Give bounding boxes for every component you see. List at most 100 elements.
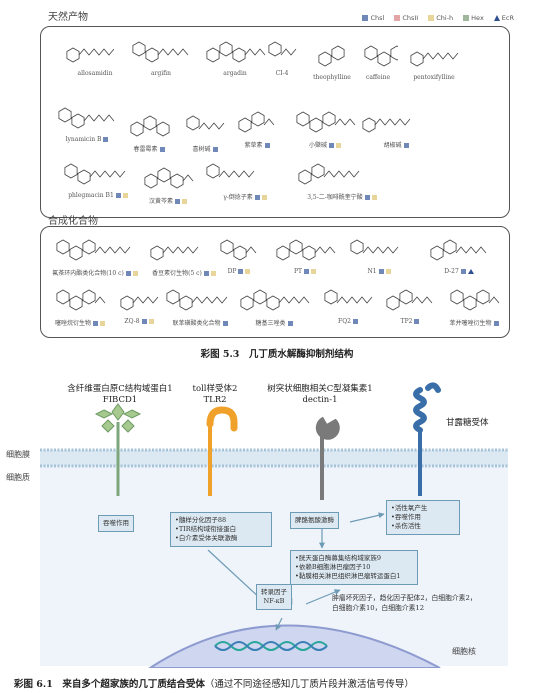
natural-products-title: 天然产物 [48, 12, 88, 23]
tlr2-adaptor-box: •髓样分化因子88 •TIR结构域衔接蛋白 •白介素受体关联激酶 [170, 512, 272, 547]
molecule-structure-icon [240, 289, 310, 311]
cytokine-output: 肿瘤坏死因子，趋化因子配体2，白细胞介素2， 白细胞介素10，白细胞介素12 [332, 594, 477, 612]
compound-structure: 噻唑烷衍生物 [50, 282, 110, 327]
compound-structure: argifin [126, 34, 196, 77]
compound-structure: 3,5-二-咖啡酰奎宁酸 [292, 156, 392, 201]
compound-label: theophylline [313, 74, 351, 81]
square-marker-icon [132, 271, 138, 276]
nucleus-label: 细胞核 [452, 647, 476, 656]
dectin1-receptor-icon [315, 416, 340, 500]
square-marker-icon [115, 193, 121, 198]
square-marker-icon [460, 269, 466, 274]
square-marker-icon [364, 195, 370, 200]
compound-structure: D-27 [424, 232, 494, 275]
compound-structure: FQ2 [318, 282, 378, 325]
dna-helix-icon [214, 641, 328, 651]
molecule-structure-icon [66, 47, 115, 63]
compound-structure: N1 [344, 232, 414, 275]
compound-label: PT [293, 268, 303, 275]
compound-label: γ-倒捻子素 [223, 194, 253, 201]
compound-label: 香豆素衍生物(5 c) [152, 270, 202, 277]
molecule-structure-icon [318, 45, 345, 67]
square-marker-icon [304, 269, 310, 274]
square-marker-icon [238, 269, 244, 274]
square-marker-icon [212, 147, 218, 152]
compound-structure: γ-倒捻子素 [200, 156, 290, 201]
compound-structure: 紫草素 [232, 104, 282, 149]
compound-structure: 胡椒碱 [356, 104, 436, 149]
square-marker-icon [245, 269, 251, 274]
compound-label: DP [227, 268, 237, 275]
molecule-structure-icon [56, 239, 131, 261]
compound-label: 喜树碱 [192, 146, 211, 153]
compound-structure: CI-4 [262, 34, 302, 77]
legend-label: ChsII [402, 14, 419, 22]
card9-box: •胱天蛋白酶募集结构域家族9 •依赖B细胞淋巴瘤因子10 •黏膜相关淋巴组织淋巴… [290, 550, 418, 585]
square-marker-icon [394, 15, 401, 21]
triangle-marker-icon [493, 15, 500, 21]
compound-label: TP2 [400, 318, 413, 325]
compound-structure: 喜树碱 [180, 108, 230, 153]
square-marker-icon [141, 319, 147, 324]
synthetic-title: 合成化合物 [48, 216, 98, 227]
compound-structure: phlegmacin B1 [58, 156, 138, 199]
molecule-structure-icon [186, 115, 225, 131]
legend-label: Hex [471, 14, 484, 22]
compound-label: N1 [367, 268, 377, 275]
effects-box: •活性氧产生 •吞噬作用 •杀伤活性 [386, 500, 460, 535]
molecule-structure-icon [276, 239, 336, 261]
compound-label: argifin [150, 70, 172, 77]
square-marker-icon [125, 271, 131, 276]
compound-structure: 香豆素衍生物(5 c) [144, 232, 224, 277]
nfkb-box: 转录因子 NF-κB [256, 584, 292, 610]
molecule-structure-icon [132, 41, 189, 63]
compound-label: FQ2 [338, 318, 351, 325]
figure-5-3-caption: 彩图 5.3 几丁质水解酶抑制剂结构 [200, 349, 354, 360]
legend-item: Chsl [362, 14, 384, 22]
compound-label: D-27 [444, 268, 459, 275]
legend-label: Chsl [370, 14, 385, 22]
compound-label: allosamidin [77, 70, 113, 77]
square-marker-icon [175, 199, 180, 204]
compound-structure: 氟茶环内酯类化合物(10 c) [50, 232, 140, 277]
square-marker-icon [287, 321, 293, 326]
molecule-structure-icon [206, 41, 266, 63]
square-marker-icon [122, 193, 128, 198]
molecule-structure-icon [268, 41, 297, 57]
compound-label: argadin [223, 70, 247, 77]
square-marker-icon [261, 195, 267, 200]
molecule-structure-icon [296, 111, 356, 133]
square-marker-icon [222, 321, 228, 326]
square-marker-icon [311, 269, 317, 274]
compound-structure: PT [270, 232, 340, 275]
compound-structure: TP2 [380, 282, 440, 325]
signaling-diagram [40, 382, 508, 668]
cytoplasm-label: 细胞质 [6, 473, 30, 482]
molecule-structure-icon [238, 111, 275, 133]
square-marker-icon [148, 319, 154, 324]
compound-structure: 联苯磺酸类化合物 [160, 282, 240, 327]
compound-label: phlegmacin B1 [68, 192, 114, 199]
compound-structure: 小檗碱 [290, 104, 360, 149]
compound-label: 3,5-二-咖啡酰奎宁酸 [307, 194, 363, 201]
molecule-structure-icon [450, 289, 500, 311]
syk-box: 脾酪氨酸激酶 [290, 512, 339, 529]
molecule-structure-icon [64, 163, 126, 185]
compound-label: 春雷霉素 [133, 146, 158, 153]
molecule-structure-icon [364, 45, 398, 67]
fibcd1-receptor-icon [94, 403, 142, 496]
square-marker-icon [203, 271, 209, 276]
compound-structure: 苯并噻唑衍生物 [444, 282, 504, 327]
mannose-receptor-title: 甘露糖受体 [446, 418, 489, 428]
compound-structure: theophylline [312, 38, 352, 81]
compound-structure: lynamicin B [52, 100, 122, 143]
compound-label: 联苯磺酸类化合物 [172, 320, 221, 327]
compound-label: 汉黄芩素 [148, 198, 173, 205]
compound-label: 氟茶环内酯类化合物(10 c) [52, 270, 124, 277]
legend-label: Chi-h [436, 14, 454, 22]
mannose-receptor-icon [413, 382, 441, 496]
legend-item: EcR [493, 14, 514, 22]
